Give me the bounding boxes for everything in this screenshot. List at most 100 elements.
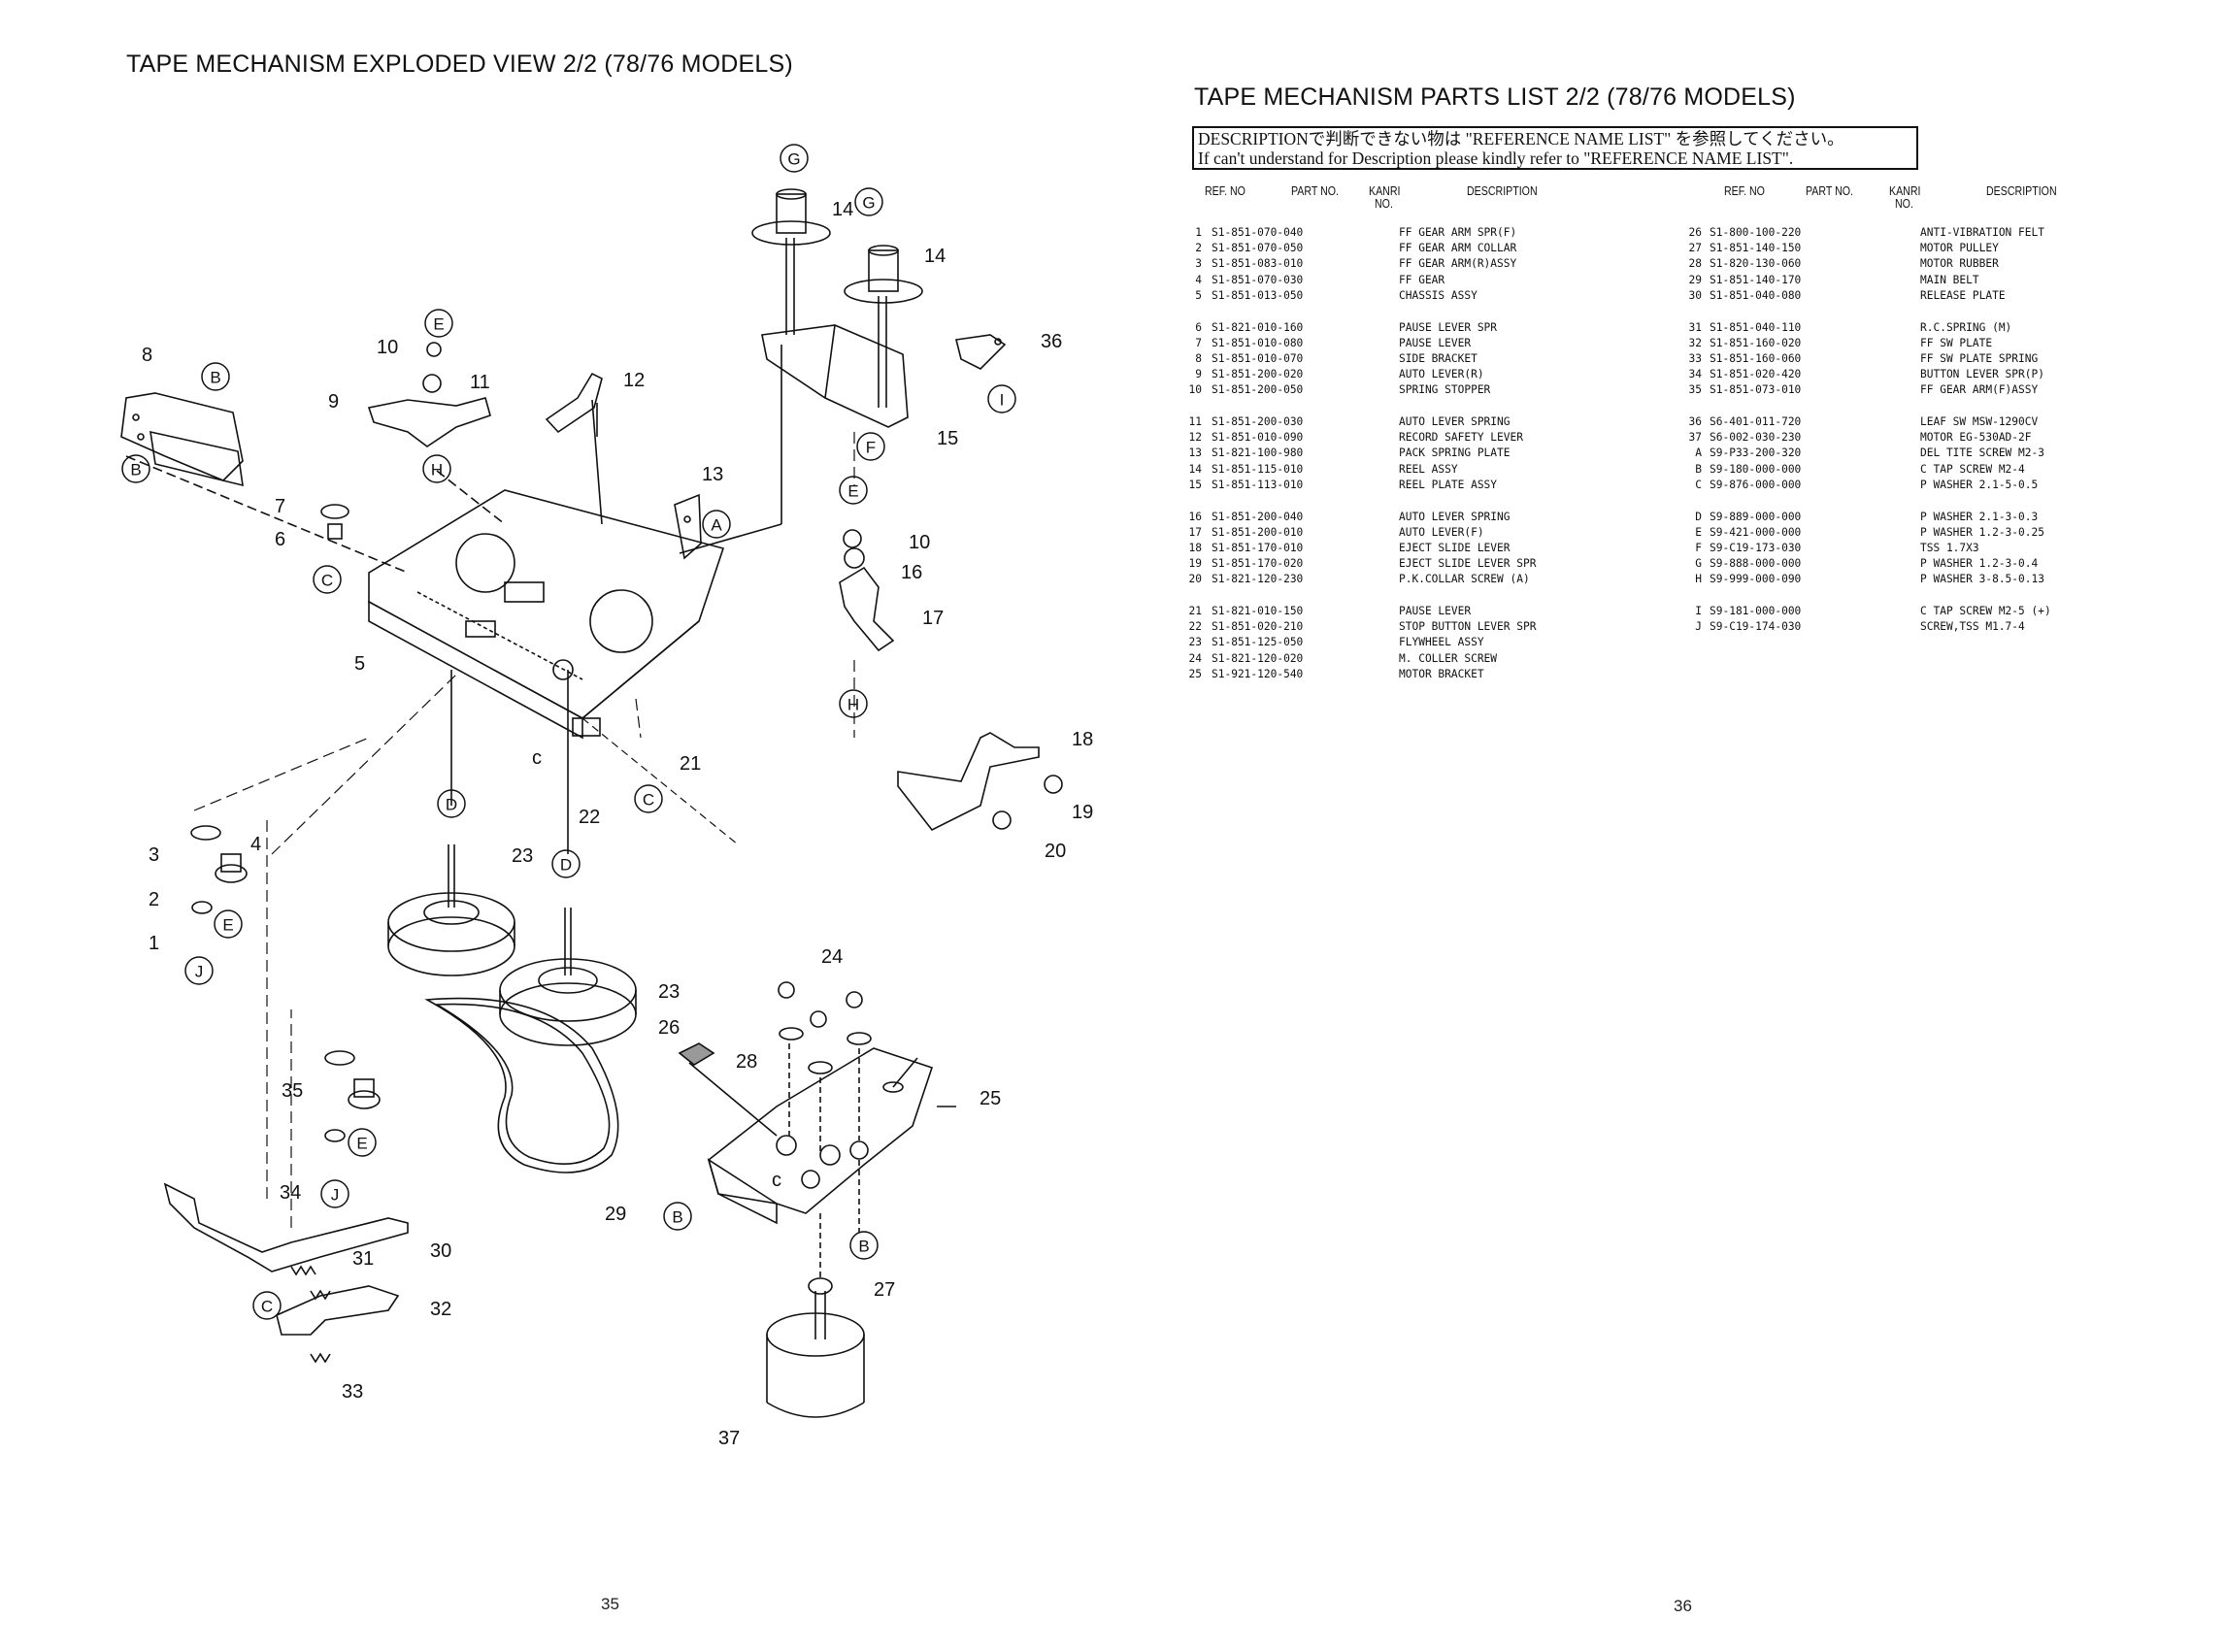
row-ref-no: I	[1695, 605, 1702, 617]
row-description: FF GEAR ARM(F)ASSY	[1920, 383, 2039, 397]
svg-text:15: 15	[937, 428, 958, 449]
svg-text:6: 6	[275, 529, 285, 550]
row-ref-no: 36	[1688, 415, 1702, 428]
svg-text:35: 35	[282, 1080, 303, 1102]
row-ref-no: 10	[1188, 383, 1202, 397]
svg-text:29: 29	[605, 1204, 626, 1225]
row-part-no: S1-851-200-030	[1212, 415, 1304, 428]
row-description: FF SW PLATE SPRING	[1920, 351, 2039, 365]
svg-text:23: 23	[512, 845, 533, 867]
row-description: LEAF SW MSW-1290CV	[1920, 415, 2039, 428]
svg-text:30: 30	[430, 1240, 451, 1262]
row-part-no: S1-851-170-020	[1212, 557, 1304, 571]
row-part-no: S1-851-040-080	[1710, 288, 1802, 302]
row-description: C TAP SCREW M2-4	[1920, 462, 2025, 476]
row-description: MOTOR PULLEY	[1920, 242, 1999, 255]
row-ref-no: 2	[1195, 242, 1202, 255]
row-description: P WASHER 1.2-3-0.4	[1920, 557, 2039, 571]
svg-text:I: I	[1000, 391, 1005, 410]
row-part-no: S1-851-115-010	[1212, 462, 1304, 476]
svg-text:J: J	[195, 963, 204, 981]
row-part-no: S1-851-073-010	[1710, 383, 1802, 397]
row-description: MOTOR EG-530AD-2F	[1920, 431, 2032, 445]
row-description: P.K.COLLAR SCREW (A)	[1399, 573, 1530, 586]
row-description: FLYWHEEL ASSY	[1399, 636, 1484, 649]
row-description: FF GEAR ARM SPR(F)	[1399, 226, 1517, 239]
flywheel-drawing	[387, 844, 637, 1046]
row-part-no: S1-851-160-060	[1710, 351, 1802, 365]
header-kanri-no-2: NO.	[1895, 197, 1913, 211]
svg-text:J: J	[331, 1186, 340, 1205]
svg-text:34: 34	[280, 1182, 301, 1204]
svg-text:D: D	[560, 856, 572, 875]
row-description: CHASSIS ASSY	[1399, 288, 1478, 302]
row-part-no: S1-851-200-020	[1212, 368, 1304, 381]
exploded-view-title: TAPE MECHANISM EXPLODED VIEW 2/2 (78/76 …	[126, 50, 793, 78]
svg-text:G: G	[787, 150, 800, 169]
row-description: SPRING STOPPER	[1399, 383, 1491, 397]
row-part-no: S1-821-120-020	[1212, 651, 1304, 665]
auto-lever-r-drawing	[367, 397, 491, 447]
row-part-no: S1-851-010-090	[1212, 431, 1304, 445]
row-ref-no: 20	[1188, 573, 1202, 586]
row-part-no: S1-851-200-010	[1212, 525, 1304, 539]
row-ref-no: 35	[1688, 383, 1702, 397]
svg-text:E: E	[356, 1135, 367, 1153]
svg-text:32: 32	[430, 1299, 451, 1320]
row-ref-no: 34	[1688, 368, 1702, 381]
svg-text:21: 21	[680, 753, 701, 775]
row-description: AUTO LEVER(F)	[1399, 525, 1484, 539]
row-description: C TAP SCREW M2-5 (+)	[1920, 605, 2051, 617]
svg-text:C: C	[321, 572, 333, 590]
row-description: RELEASE PLATE	[1920, 288, 2006, 302]
chassis-assy-drawing	[368, 489, 725, 740]
svg-text:7: 7	[275, 496, 285, 517]
svg-text:13: 13	[702, 464, 723, 485]
row-ref-no: 6	[1195, 320, 1202, 334]
row-description: DEL TITE SCREW M2-3	[1920, 446, 2044, 460]
row-ref-no: 17	[1188, 525, 1202, 539]
row-description: MOTOR RUBBER	[1920, 257, 1999, 271]
row-part-no: S9-888-000-000	[1710, 557, 1802, 571]
svg-text:23: 23	[658, 981, 680, 1003]
row-description: M. COLLER SCREW	[1399, 651, 1498, 665]
row-ref-no: 8	[1195, 351, 1202, 365]
page-number-left: 35	[601, 1595, 619, 1613]
row-part-no: S1-820-130-060	[1710, 257, 1802, 271]
row-part-no: S9-C19-174-030	[1710, 620, 1802, 634]
svg-text:D: D	[446, 796, 457, 814]
row-part-no: S1-851-140-150	[1710, 242, 1802, 255]
row-part-no: S1-921-120-540	[1212, 667, 1304, 680]
row-ref-no: 33	[1688, 351, 1702, 365]
svg-text:G: G	[862, 194, 875, 213]
row-description: P WASHER 2.1-3-0.3	[1920, 510, 2039, 523]
row-part-no: S1-851-140-170	[1710, 273, 1802, 286]
svg-text:27: 27	[874, 1279, 895, 1301]
svg-text:E: E	[433, 315, 444, 334]
row-part-no: S1-851-160-020	[1710, 336, 1802, 349]
svg-text:31: 31	[352, 1248, 374, 1270]
svg-text:12: 12	[623, 370, 645, 391]
svg-text:24: 24	[821, 946, 843, 968]
row-description: FF GEAR	[1399, 273, 1445, 286]
row-part-no: S9-421-000-000	[1710, 525, 1802, 539]
row-ref-no: B	[1695, 462, 1702, 476]
notice-line-japanese: DESCRIPTIONで判断できない物は "REFERENCE NAME LIS…	[1198, 129, 1844, 149]
svg-text:B: B	[130, 461, 141, 479]
row-ref-no: D	[1695, 510, 1702, 523]
row-part-no: S6-401-011-720	[1710, 415, 1802, 428]
row-ref-no: J	[1695, 620, 1702, 634]
row-description: SCREW,TSS M1.7-4	[1920, 620, 2025, 634]
svg-text:E: E	[222, 916, 233, 935]
row-ref-no: 32	[1688, 336, 1702, 349]
row-part-no: S9-876-000-000	[1710, 478, 1802, 491]
header-kanri-2: KANRI	[1889, 184, 1921, 198]
svg-text:33: 33	[342, 1381, 363, 1403]
row-part-no: S1-821-100-980	[1212, 446, 1304, 460]
row-ref-no: 19	[1188, 557, 1202, 571]
parts-list-table: REF. NO PART NO. KANRI NO. DESCRIPTION R…	[1189, 182, 2076, 687]
row-description: P WASHER 2.1-5-0.5	[1920, 478, 2039, 491]
svg-text:19: 19	[1072, 802, 1093, 823]
header-part-no: PART NO.	[1291, 184, 1340, 198]
svg-text:22: 22	[579, 807, 600, 828]
